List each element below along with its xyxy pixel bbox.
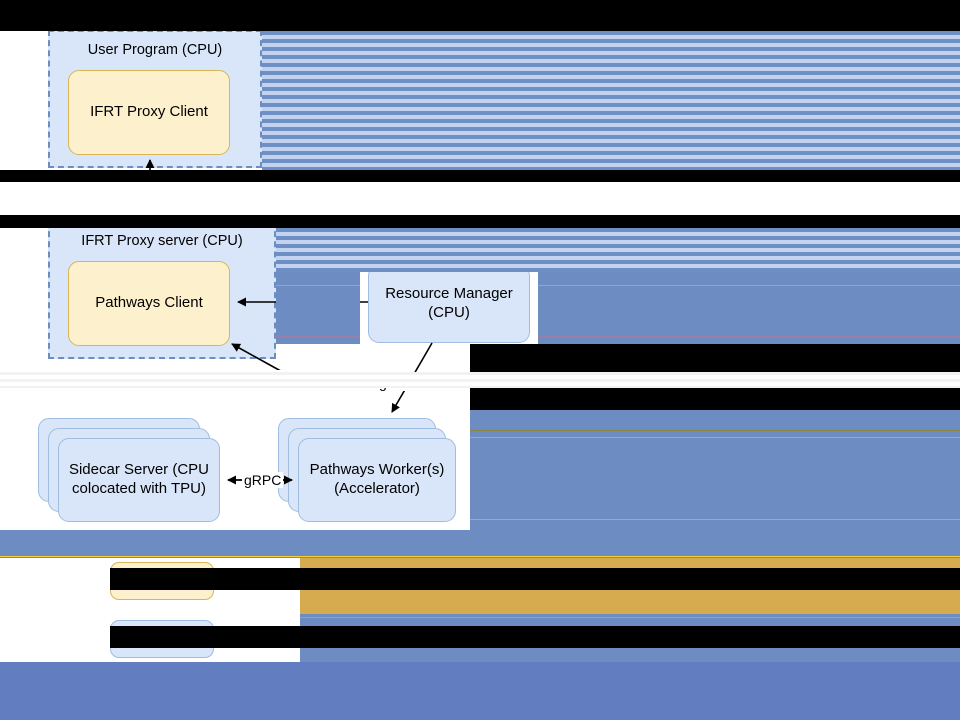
edge-label-rm-to-pathways-client: gRPC (281, 290, 323, 306)
edge-label-sidecar-to-workers: gRPC (242, 472, 284, 488)
edge-label-rm-to-workers: gRPC (377, 375, 419, 391)
legend-swatch-blue (110, 620, 214, 658)
legend-swatch-yellow (110, 562, 214, 600)
edge-label-client-to-server: gRPC (128, 181, 170, 197)
edge-label-sidecar-to-pathways-client: gRPC (250, 370, 292, 386)
